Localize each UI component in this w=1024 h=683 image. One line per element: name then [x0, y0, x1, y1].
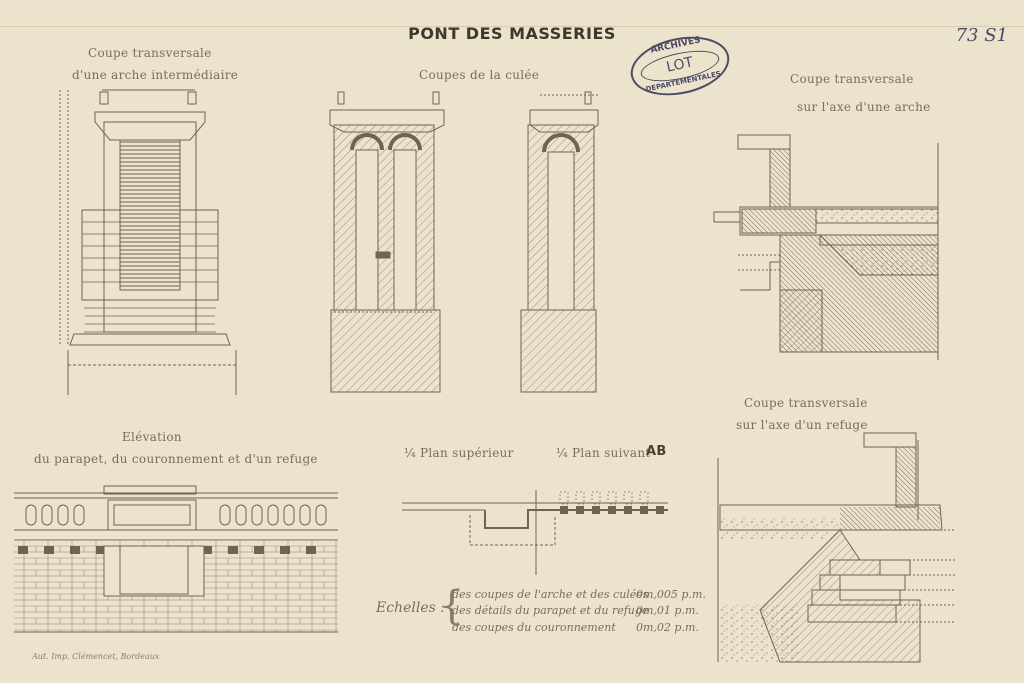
- plan-ab-blocks: [560, 506, 664, 514]
- plan-upper-caption: ¼ Plan supérieur: [404, 446, 514, 460]
- abutment-sections-caption: Coupes de la culée: [419, 68, 540, 82]
- arch-section-caption-2: d'une arche intermédiaire: [72, 68, 239, 82]
- arch-axis-caption-1: Coupe transversale: [790, 72, 914, 86]
- arch-axis-section-drawing: [713, 134, 939, 360]
- printer-credit: Aut. Imp. Clémencet, Bordeaux: [32, 652, 160, 661]
- scales-label: Echelles :: [376, 600, 445, 616]
- refuge-section-caption-1: Coupe transversale: [744, 396, 868, 410]
- parapet-elevation-drawing: [14, 485, 338, 633]
- arch-section-drawing: [59, 89, 237, 395]
- cornice-modillions: [18, 546, 316, 554]
- sheet-number: 73 S1: [955, 25, 1008, 46]
- plan-ab-caption: ¼ Plan suivant: [556, 446, 651, 460]
- scale-row-2-text: des détails du parapet et du refuge: [452, 604, 649, 617]
- sheet-title: PONT DES MASSERIES: [408, 24, 616, 43]
- arch-axis-caption-2: sur l'axe d'une arche: [797, 100, 931, 114]
- elevation-caption-2: du parapet, du couronnement et d'un refu…: [34, 452, 318, 466]
- scale-row-2-value: 0m,01 p.m.: [636, 604, 699, 617]
- arch-section-caption-1: Coupe transversale: [88, 46, 212, 60]
- scales-brace: {: [439, 583, 465, 629]
- scale-row-1-text: des coupes de l'arche et des culées: [452, 588, 649, 601]
- elevation-caption-1: Elévation: [122, 430, 182, 444]
- refuge-section-drawing: [717, 432, 955, 663]
- fold-line: [0, 26, 1024, 27]
- plan-ab-tag: AB: [646, 444, 667, 459]
- plans-drawing: [402, 490, 668, 575]
- abutment-section-single: [520, 91, 599, 393]
- scale-row-3-text: des coupes du couronnement: [452, 621, 616, 634]
- scale-row-1-value: 0m,005 p.m.: [636, 588, 706, 601]
- scale-row-3-value: 0m,02 p.m.: [636, 621, 699, 634]
- parapet-balusters-left: [25, 504, 85, 526]
- refuge-section-caption-2: sur l'axe d'un refuge: [736, 418, 868, 432]
- abutment-section-double: [329, 91, 445, 393]
- parapet-balusters-right: [219, 504, 327, 526]
